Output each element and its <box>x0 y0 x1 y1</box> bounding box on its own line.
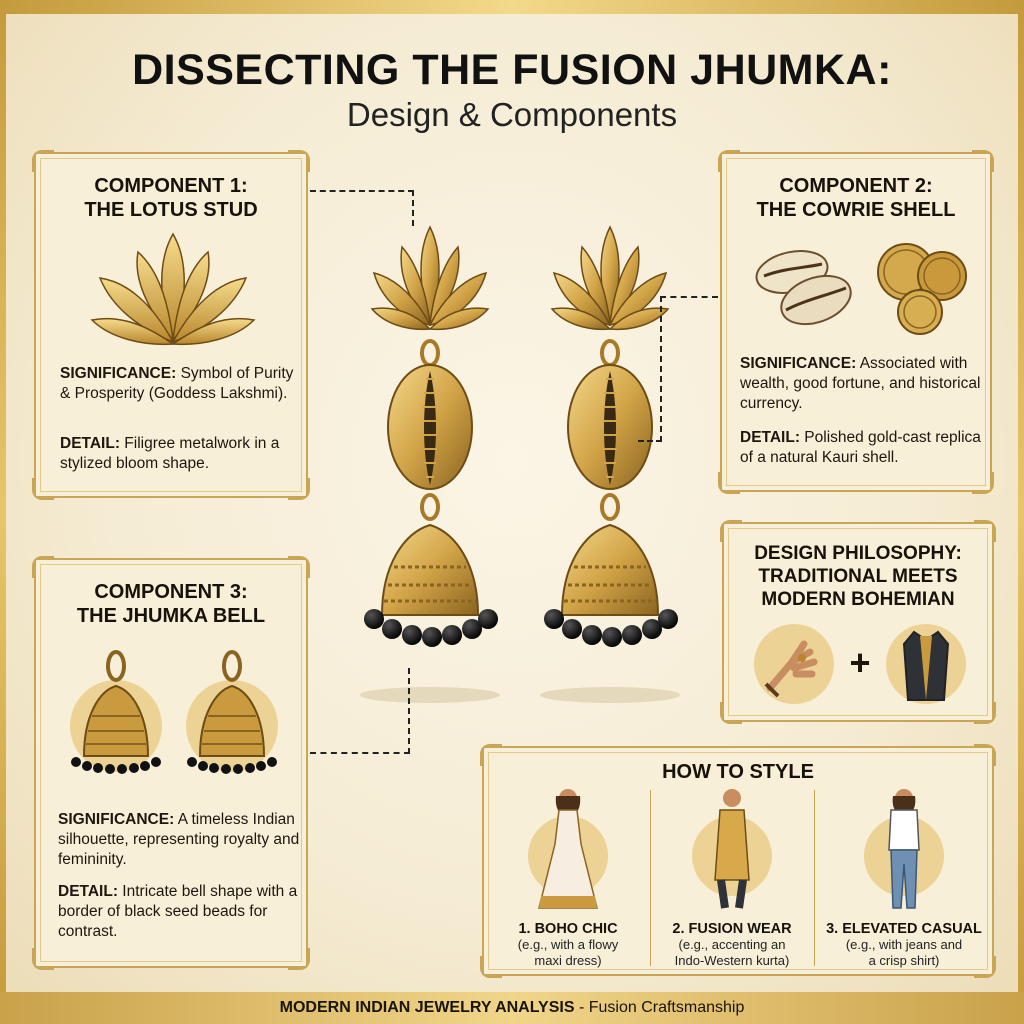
component-2-title: COMPONENT 2: THE COWRIE SHELL <box>756 175 956 221</box>
jeans-shirt-figure-icon <box>864 789 944 909</box>
kurta-figure-icon <box>692 789 772 909</box>
connector-bell <box>310 668 410 754</box>
component-2-detail: DETAIL: Polished gold-cast replica of a … <box>740 429 981 466</box>
component-1-card: COMPONENT 1: THE LOTUS STUD SIGNIFICANCE… <box>32 150 310 500</box>
maxi-dress-figure-icon <box>528 789 608 909</box>
kurta-jacket-icon <box>886 624 966 704</box>
style-label: 2. FUSION WEAR <box>672 921 792 937</box>
connector-cowrie <box>660 296 718 442</box>
style-label: 1. BOHO CHIC <box>518 921 618 937</box>
connector-lotus <box>310 190 414 226</box>
lotus-icon <box>90 232 256 346</box>
style-label: 3. ELEVATED CASUAL <box>826 921 982 937</box>
component-3-detail: DETAIL: Intricate bell shape with a bord… <box>58 883 298 940</box>
component-1-detail: DETAIL: Filigree metalwork in a stylized… <box>60 435 280 472</box>
divider <box>814 790 815 966</box>
component-2-significance: SIGNIFICANCE: Associated with wealth, go… <box>740 355 981 412</box>
component-3-title: COMPONENT 3: THE JHUMKA BELL <box>76 581 266 627</box>
component-1-significance: SIGNIFICANCE: Symbol of Purity & Prosper… <box>60 365 294 402</box>
component-2-card: COMPONENT 2: THE COWRIE SHELL SIGNIFICAN… <box>718 150 994 494</box>
page-subtitle: Design & Components <box>346 96 678 133</box>
left-border <box>0 0 6 1024</box>
connector-cowrie-foot <box>638 440 662 442</box>
design-philosophy-title: DESIGN PHILOSOPHY: TRADITIONAL MEETS MOD… <box>754 543 962 610</box>
plus-sign: + <box>849 642 871 683</box>
page-title: DISSECTING THE FUSION JHUMKA: <box>132 46 892 94</box>
footer-banner: MODERN INDIAN JEWELRY ANALYSIS - Fusion … <box>0 992 1024 1024</box>
design-philosophy-card: DESIGN PHILOSOPHY: TRADITIONAL MEETS MOD… <box>720 520 996 724</box>
divider <box>650 790 651 966</box>
component-3-card: COMPONENT 3: THE JHUMKA BELL SIGNIFICANC… <box>32 556 310 970</box>
how-to-style-card: HOW TO STYLE 1. BOHO CHIC (e.g., with a … <box>480 744 996 978</box>
jhumka-earrings-illustration <box>360 225 680 703</box>
top-border <box>0 0 1024 14</box>
right-border <box>1018 0 1024 1024</box>
jhumka-bell-icon <box>70 650 278 774</box>
component-3-significance: SIGNIFICANCE: A timeless Indian silhouet… <box>58 811 300 868</box>
component-1-title: COMPONENT 1: THE LOTUS STUD <box>84 175 258 221</box>
gold-coin-icon <box>877 243 967 335</box>
bohemian-hand-icon <box>754 624 834 704</box>
cowrie-shell-icon <box>755 250 852 326</box>
how-to-style-title: HOW TO STYLE <box>662 761 814 783</box>
style-item-elevated-casual: 3. ELEVATED CASUAL (e.g., with jeans and… <box>816 784 992 969</box>
